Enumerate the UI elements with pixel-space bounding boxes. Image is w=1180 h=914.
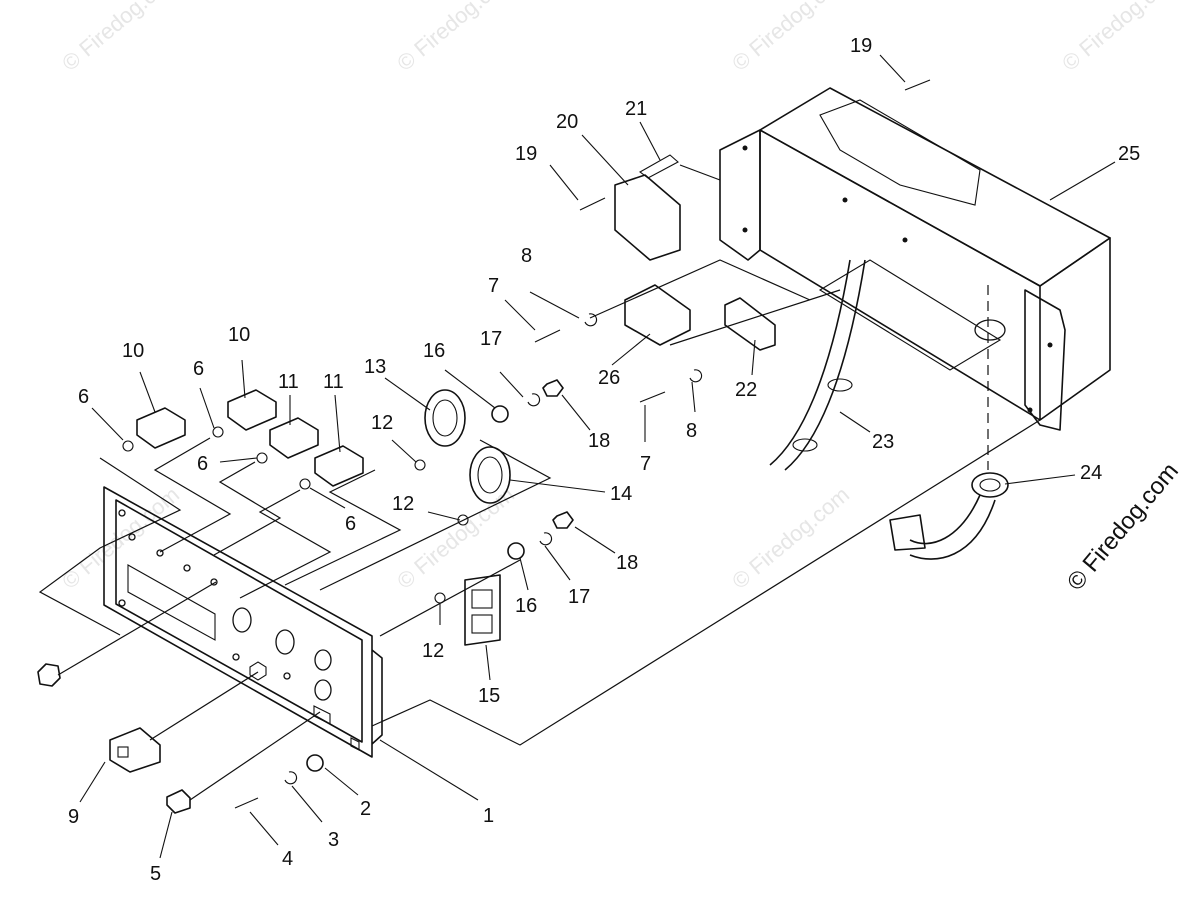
hardware: [37, 79, 931, 809]
watermark: © Firedog.com: [57, 0, 184, 76]
callout-18: 18: [588, 430, 610, 452]
callout-3: 3: [328, 829, 339, 851]
watermark: © Firedog.com: [392, 0, 519, 76]
callout-7: 7: [640, 453, 651, 475]
callout-12: 12: [392, 493, 414, 515]
watermark: © Firedog.com: [1057, 0, 1180, 76]
callout-18: 18: [616, 552, 638, 574]
callout-23: 23: [872, 431, 894, 453]
callouts: 1 2 3 4 5 6 6 6 6 7 7 8 8 9 10 10 11 11 …: [68, 35, 1140, 885]
callout-11: 11: [278, 371, 299, 393]
callout-17: 17: [480, 328, 502, 350]
grommet-and-plug: [889, 472, 1009, 560]
watermark: © Firedog.com: [727, 482, 854, 594]
callout-10: 10: [122, 340, 144, 362]
breakers: [136, 389, 364, 487]
assembly-lines: [38, 164, 1041, 801]
callout-16: 16: [515, 595, 537, 617]
callout-7: 7: [488, 275, 499, 297]
callout-25: 25: [1118, 143, 1140, 165]
watermark: © Firedog.com: [727, 0, 854, 76]
callout-20: 20: [556, 111, 578, 133]
callout-8: 8: [686, 420, 697, 442]
callout-6: 6: [197, 453, 208, 475]
callout-21: 21: [625, 98, 647, 120]
callout-15: 15: [478, 685, 500, 707]
callout-22: 22: [735, 379, 757, 401]
callout-10: 10: [228, 324, 250, 346]
callout-1: 1: [483, 805, 494, 827]
callout-19: 19: [515, 143, 537, 165]
misc-parts: [614, 154, 776, 351]
callout-8: 8: [521, 245, 532, 267]
callout-6: 6: [78, 386, 89, 408]
callout-26: 26: [598, 367, 620, 389]
leader-lines: [79, 54, 1116, 859]
callout-6: 6: [345, 513, 356, 535]
callout-2: 2: [360, 798, 371, 820]
callout-12: 12: [371, 412, 393, 434]
callout-24: 24: [1080, 462, 1102, 484]
wire-harness: [769, 259, 866, 471]
component-box: [719, 87, 1111, 431]
callout-17: 17: [568, 586, 590, 608]
switches: [109, 727, 191, 814]
callout-19: 19: [850, 35, 872, 57]
callout-5: 5: [150, 863, 161, 885]
callout-16: 16: [423, 340, 445, 362]
control-panel: [103, 486, 383, 758]
callout-13: 13: [364, 356, 386, 378]
callout-11: 11: [323, 371, 344, 393]
callout-6: 6: [193, 358, 204, 380]
callout-9: 9: [68, 806, 79, 828]
callout-12: 12: [422, 640, 444, 662]
callout-14: 14: [610, 483, 632, 505]
callout-4: 4: [282, 848, 293, 870]
